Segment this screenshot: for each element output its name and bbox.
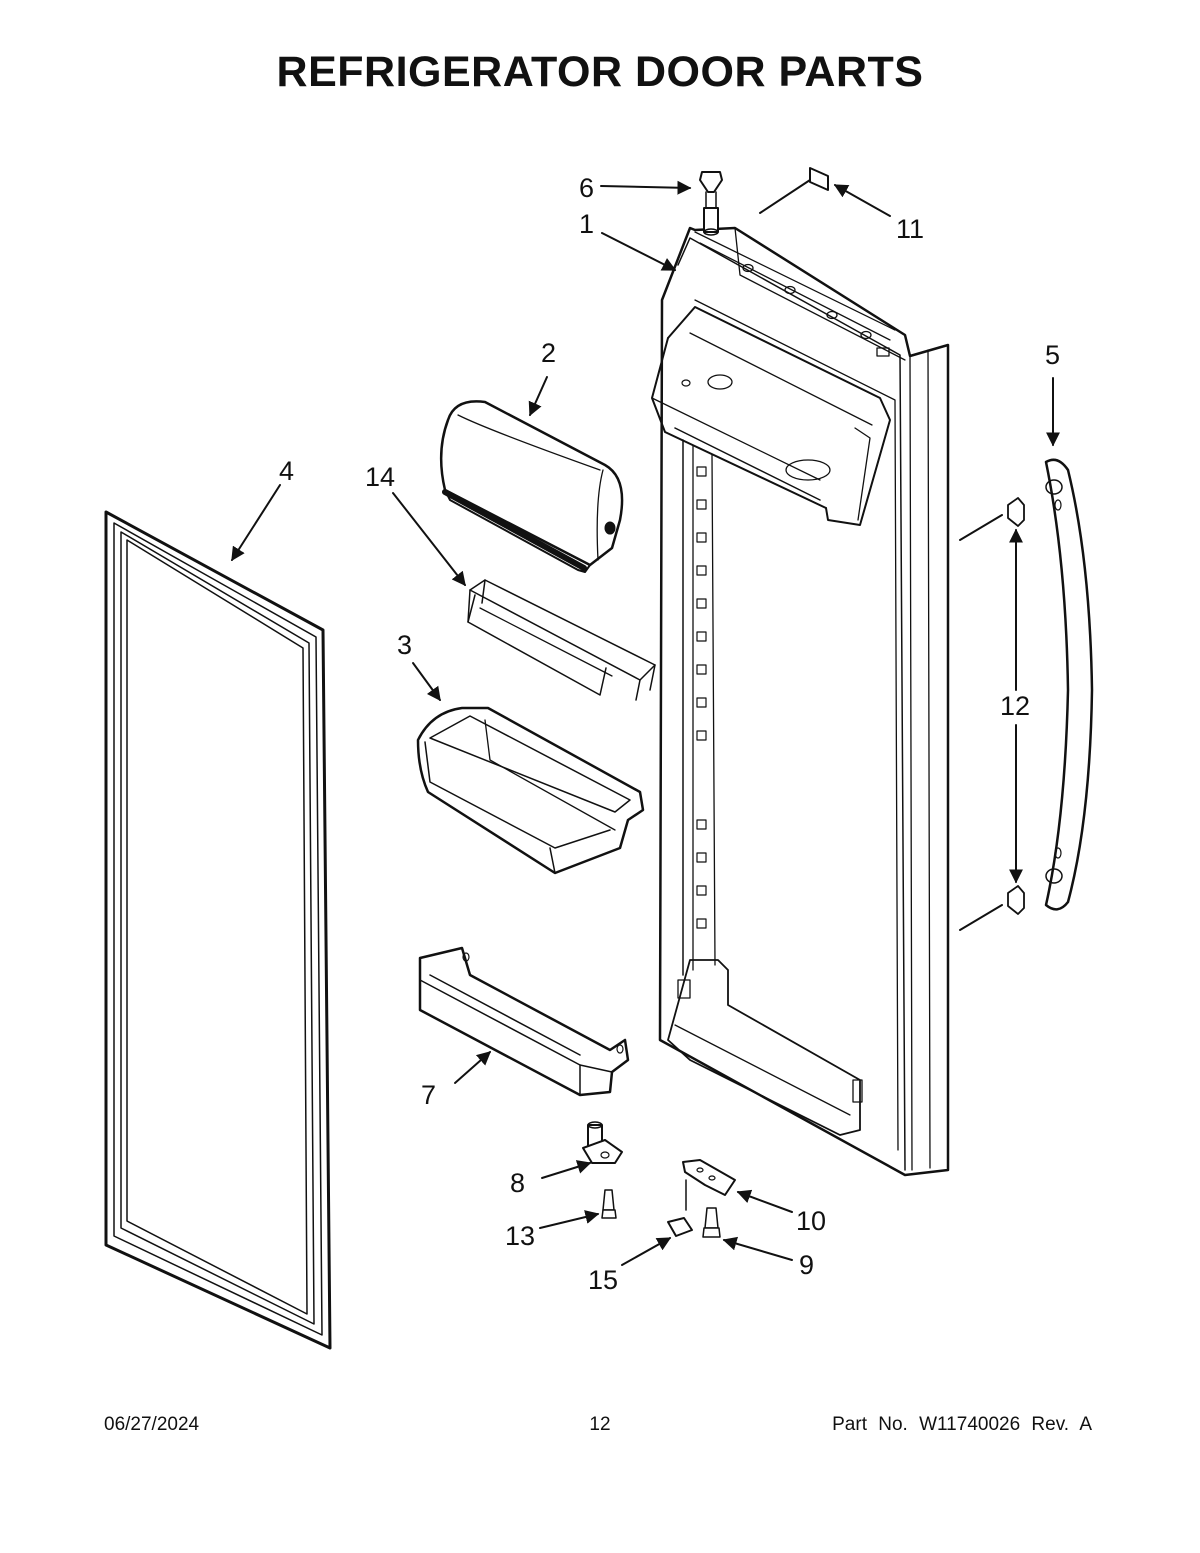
callout-10: 10 <box>796 1206 826 1236</box>
callout-13: 13 <box>505 1221 535 1251</box>
callout-1: 1 <box>579 209 594 239</box>
door-bin-part <box>416 706 645 875</box>
callout-14: 14 <box>365 462 395 492</box>
callout-4: 4 <box>279 456 294 486</box>
callout-6: 6 <box>579 173 594 203</box>
footer-part-number: Part No. W11740026 Rev. A <box>832 1414 1092 1435</box>
shelf-bin-part <box>418 946 630 1097</box>
door-liner-part <box>651 226 950 1177</box>
spacer-part <box>667 1217 693 1237</box>
hinge-pin-part <box>582 1121 623 1164</box>
leader-lines <box>231 179 1060 1266</box>
callout-3: 3 <box>397 630 412 660</box>
callout-11: 11 <box>896 214 924 244</box>
footer-page-number: 12 <box>589 1414 611 1435</box>
screw-13-part <box>601 1189 617 1219</box>
callout-8: 8 <box>510 1168 525 1198</box>
page-title: REFRIGERATOR DOOR PARTS <box>276 48 924 96</box>
top-plug-part <box>699 171 723 236</box>
callout-15: 15 <box>588 1265 618 1295</box>
callout-9: 9 <box>799 1250 814 1280</box>
callout-2: 2 <box>541 338 556 368</box>
wire-rack-part <box>467 579 656 701</box>
door-gasket-part <box>104 510 332 1350</box>
callout-7: 7 <box>421 1080 436 1110</box>
callout-12: 12 <box>1000 691 1030 721</box>
callout-labels: 6 1 11 2 5 4 14 3 12 7 8 10 13 9 15 <box>279 173 1060 1295</box>
dairy-door-part <box>439 400 624 573</box>
handle-stud-part <box>959 497 1025 931</box>
footer-date: 06/27/2024 <box>104 1414 200 1435</box>
screw-9-part <box>702 1207 721 1238</box>
callout-5: 5 <box>1045 340 1060 370</box>
hinge-bracket-part <box>682 1159 736 1211</box>
top-clip-part <box>809 167 829 191</box>
door-handle-part <box>1044 458 1094 911</box>
